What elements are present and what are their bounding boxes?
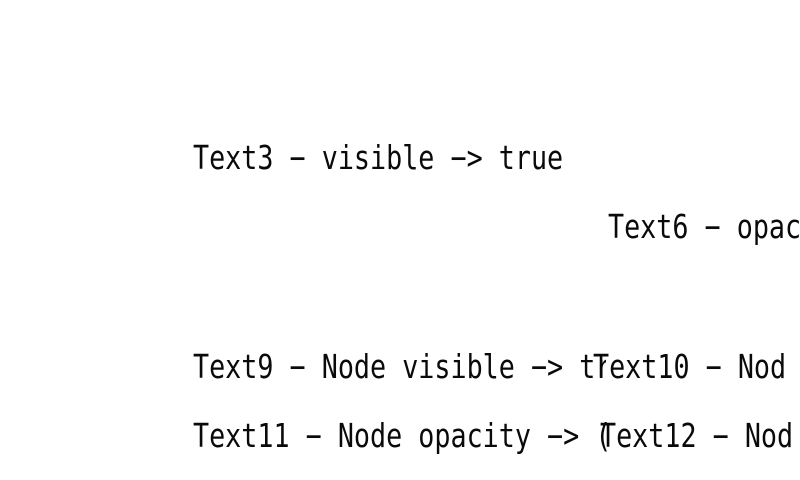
text-item-label: Text3 − visible −> true (193, 138, 564, 177)
text-item-label: Text6 − opac (608, 208, 800, 246)
text-item-text10-node: Text10 − Nod (593, 348, 800, 392)
text-item-label: Text9 − Node visible −> tru (193, 348, 606, 386)
text-item-text6-opacity: Text6 − opac (608, 208, 800, 252)
text-item-text3-visible: Text3 − visible −> true (193, 139, 650, 177)
text-item-label: Text12 − Nod (600, 417, 794, 455)
text-item-text12-node: Text12 − Nod (600, 417, 800, 461)
text-item-text9-node-visible: Text9 − Node visible −> tru (193, 348, 606, 392)
text-item-label: Text10 − Nod (593, 348, 787, 386)
text-item-label: Text11 − Node opacity −> ( (193, 417, 610, 455)
text-item-text11-node-opacity: Text11 − Node opacity −> ( (193, 417, 610, 461)
